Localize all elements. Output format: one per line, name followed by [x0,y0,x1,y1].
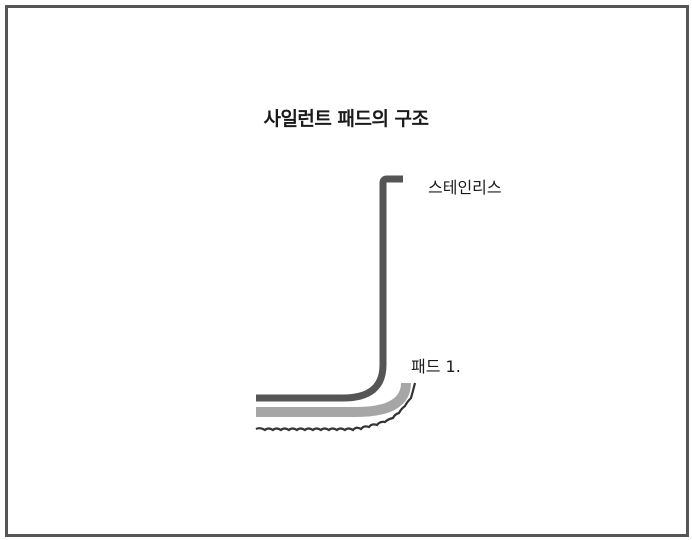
diagram-frame [5,5,689,537]
stainless-layer [256,175,403,402]
wavy-bottom-layer [255,382,417,432]
pad-layer [256,382,411,417]
diagram-title: 사일런트 패드의 구조 [263,108,429,130]
pad-label: 패드 1. [411,357,461,376]
stainless-label: 스테인리스 [428,178,502,197]
